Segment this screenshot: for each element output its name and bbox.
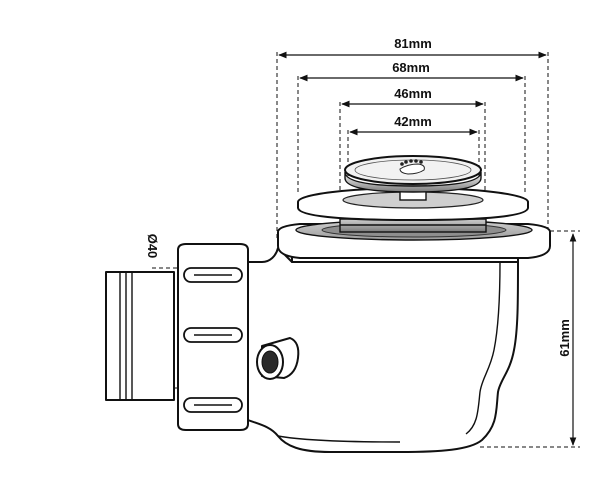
dim-61mm-label: 61mm bbox=[557, 319, 572, 357]
drain-cap bbox=[344, 155, 482, 201]
dim-outlet-diameter-label: Ø40 bbox=[145, 234, 160, 259]
dim-46mm-label: 46mm bbox=[394, 86, 432, 101]
dim-42mm-label: 42mm bbox=[394, 114, 432, 129]
side-port bbox=[256, 337, 300, 380]
outlet-pipe bbox=[105, 271, 175, 401]
dim-68mm-label: 68mm bbox=[392, 60, 430, 75]
dim-81mm-label: 81mm bbox=[394, 36, 432, 51]
union-nut bbox=[177, 243, 249, 431]
foot-logo-icon bbox=[399, 159, 425, 175]
